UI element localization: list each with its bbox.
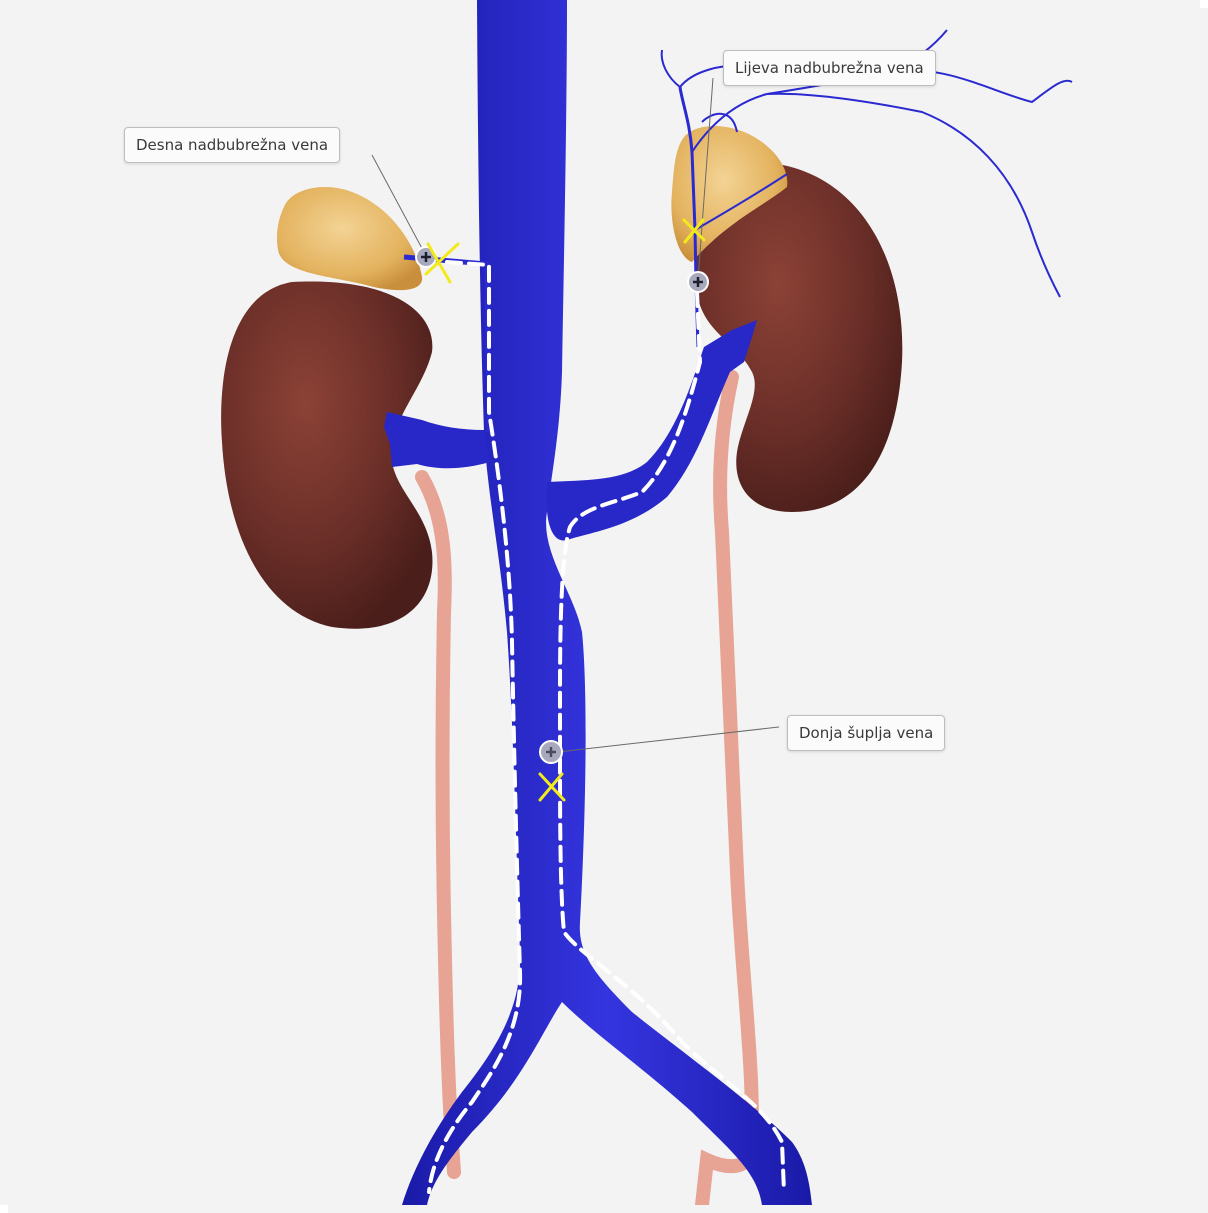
label-left-adrenal-vein[interactable]: Lijeva nadbubrežna vena xyxy=(723,50,936,86)
plus-circle-icon[interactable] xyxy=(540,741,562,763)
plus-circle-icon[interactable] xyxy=(688,272,708,292)
label-inferior-vena-cava[interactable]: Donja šuplja vena xyxy=(787,715,945,751)
label-right-adrenal-vein[interactable]: Desna nadbubrežna vena xyxy=(124,127,340,163)
